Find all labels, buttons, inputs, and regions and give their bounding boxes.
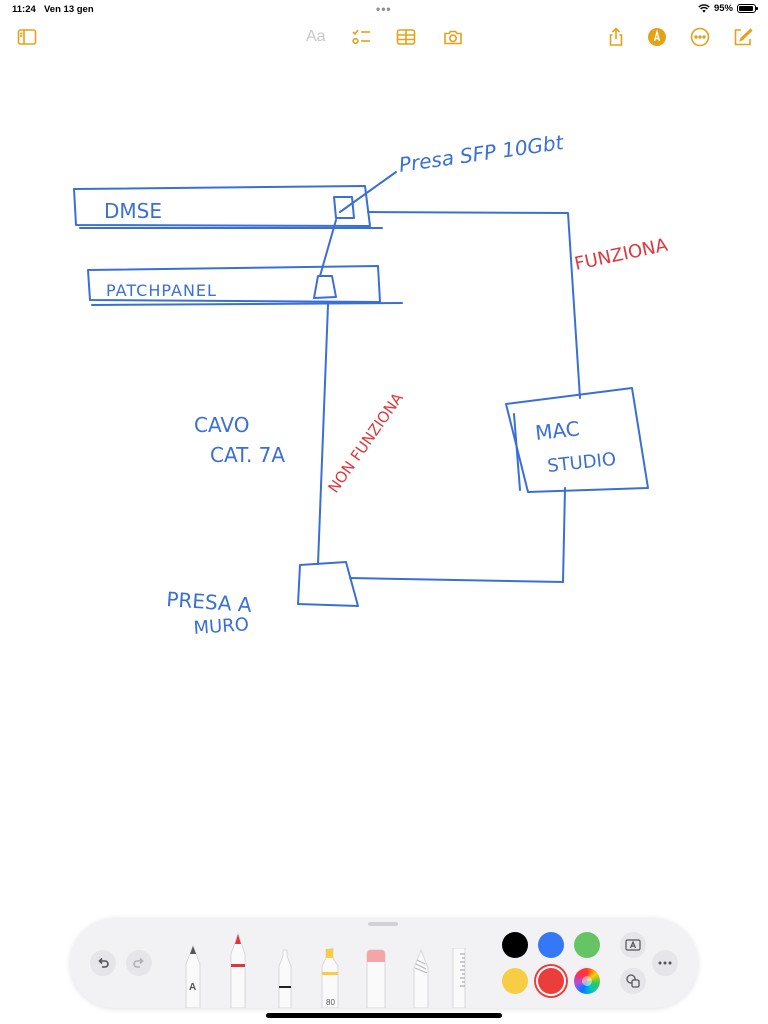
sfp-arrow [339, 171, 397, 213]
wifi-icon [698, 4, 710, 13]
battery-percent: 95% [713, 3, 733, 14]
tool-palette: A 80 [70, 918, 698, 1008]
eraser-tool-icon[interactable] [364, 948, 388, 1008]
undo-button[interactable] [90, 950, 116, 976]
color-yellow[interactable] [502, 968, 528, 994]
compose-icon[interactable] [732, 26, 754, 48]
label-cable-2: CAT. 7A [210, 443, 285, 467]
battery-icon [737, 4, 758, 13]
sketch: Presa SFP 10Gbt DMSE PATCHPANEL CAVO CAT… [73, 130, 671, 639]
working-cable [367, 211, 581, 399]
color-black[interactable] [502, 932, 528, 958]
checklist-icon[interactable] [350, 26, 372, 48]
red-labels: FUNZIONA NON FUNZIONA [325, 235, 671, 497]
lasso-tool-icon[interactable] [410, 948, 432, 1008]
fineliner-tool-icon[interactable] [274, 948, 296, 1008]
camera-icon[interactable] [442, 26, 464, 48]
format-button[interactable]: Aa [306, 28, 326, 45]
sidebar-icon[interactable] [16, 26, 38, 48]
patch-port [313, 275, 337, 299]
status-bar: 11:24 Ven 13 gen ••• 95% [0, 0, 768, 18]
ellipsis-icon [658, 961, 672, 965]
multitasking-dots-icon[interactable]: ••• [376, 2, 392, 16]
patchpanel-box [87, 265, 381, 303]
blue-labels: Presa SFP 10Gbt DMSE PATCHPANEL CAVO CAT… [104, 130, 617, 639]
label-mac-2: STUDIO [546, 449, 617, 477]
color-green[interactable] [574, 932, 600, 958]
pencil-label: A [189, 982, 197, 993]
label-not-works: NON FUNZIONA [325, 389, 408, 496]
label-works: FUNZIONA [573, 235, 671, 275]
cat7a-cable [317, 304, 329, 565]
blue-strokes [73, 171, 649, 607]
label-mac-1: MAC [534, 416, 581, 445]
status-right: 95% [698, 3, 758, 14]
share-icon[interactable] [605, 26, 627, 48]
redo-icon [133, 957, 144, 968]
label-dmse: DMSE [104, 199, 162, 223]
dmse-box [73, 185, 371, 227]
pen-tool-icon[interactable] [227, 932, 249, 1008]
shapes-icon [626, 974, 640, 988]
pencil-tool-icon[interactable] [182, 944, 204, 1008]
label-wall-2: MURO [193, 614, 250, 639]
home-indicator [266, 1013, 502, 1018]
mac-box [505, 387, 649, 493]
wall-socket [297, 561, 359, 607]
label-wall-1: PRESA A [166, 587, 253, 617]
text-box-icon [625, 939, 641, 951]
undo-icon [98, 957, 109, 968]
drawing-canvas[interactable]: Presa SFP 10Gbt DMSE PATCHPANEL CAVO CAT… [0, 60, 768, 910]
wall-to-mac-cable [349, 487, 566, 583]
markup-icon[interactable] [646, 26, 668, 48]
color-picker-icon[interactable] [574, 968, 600, 994]
label-cable-1: CAVO [194, 413, 249, 437]
color-red-selected[interactable] [538, 968, 564, 994]
shapes-button[interactable] [620, 968, 646, 994]
color-blue[interactable] [538, 932, 564, 958]
palette-more-button[interactable] [652, 950, 678, 976]
palette-grabber[interactable] [368, 922, 398, 926]
highlighter-label: 80 [326, 998, 335, 1007]
text-box-button[interactable] [620, 932, 646, 958]
sfp-port [333, 196, 355, 219]
table-icon[interactable] [395, 26, 417, 48]
more-icon[interactable] [689, 26, 711, 48]
label-patchpanel: PATCHPANEL [106, 281, 217, 300]
ruler-tool-icon[interactable] [452, 948, 466, 1008]
label-sfp: Presa SFP 10Gbt [397, 130, 566, 177]
redo-button[interactable] [126, 950, 152, 976]
highlighter-tool-icon[interactable] [318, 946, 342, 1008]
status-date: Ven 13 gen [44, 4, 94, 15]
status-time: 11:24 [12, 4, 36, 15]
